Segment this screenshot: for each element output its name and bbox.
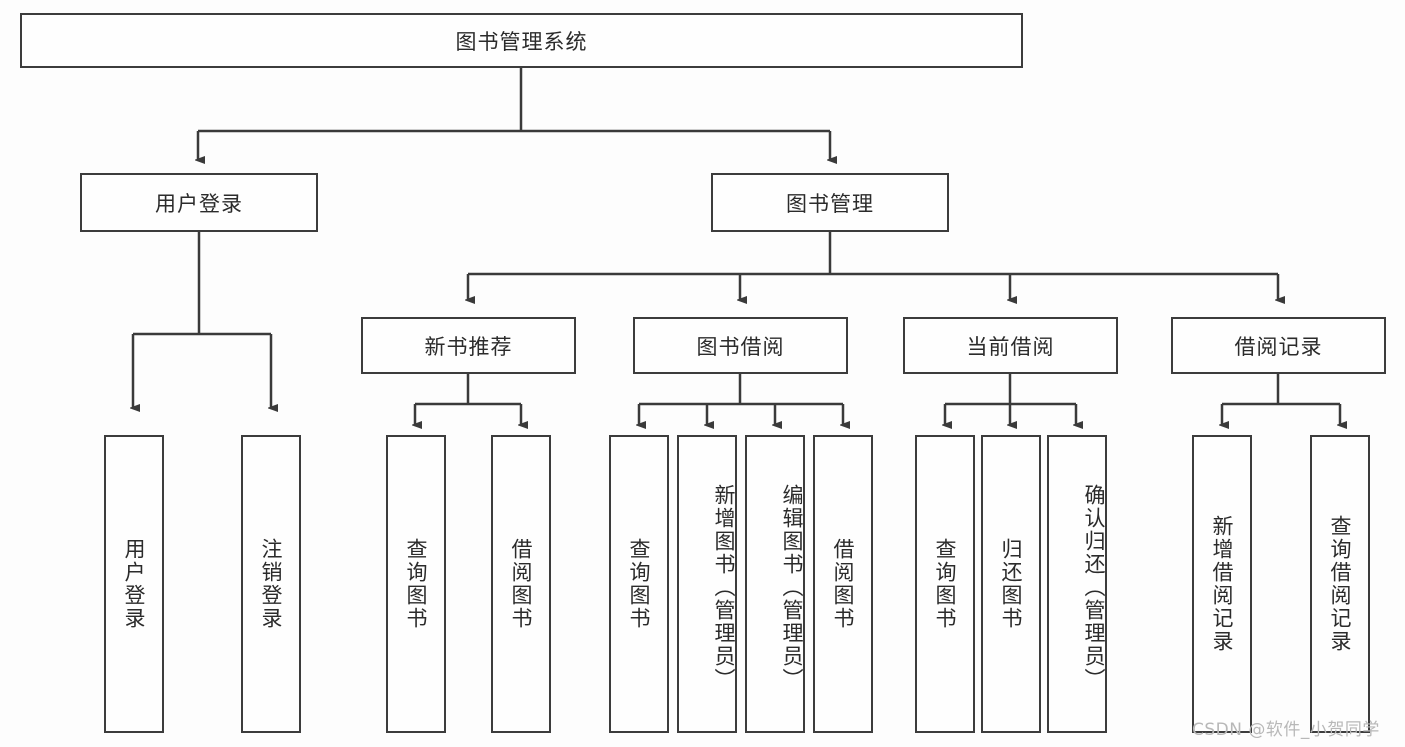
node-label: 图书管理系统	[455, 29, 588, 54]
node-label: 当前借阅	[966, 334, 1055, 359]
node-root-system[interactable]: 图书管理系统	[20, 13, 1023, 68]
node-label: 用户登录	[155, 191, 243, 216]
node-label: 借阅图书	[509, 538, 534, 630]
node-label: 借阅图书	[831, 538, 856, 630]
leaf-record-add-record[interactable]: 新增借阅记录	[1192, 435, 1252, 733]
leaf-current-confirm-return-admin[interactable]: 确认归还（管理员）	[1047, 435, 1107, 733]
leaf-new-book-query[interactable]: 查询图书	[386, 435, 446, 733]
leaf-new-book-borrow[interactable]: 借阅图书	[491, 435, 551, 733]
node-label: 新书推荐	[424, 334, 513, 359]
node-label: 查询借阅记录	[1328, 515, 1353, 653]
node-label: 注销登录	[259, 538, 284, 630]
node-label: 新增图书（管理员）	[712, 483, 736, 691]
node-label: 用户登录	[122, 538, 147, 630]
node-user-login[interactable]: 用户登录	[80, 173, 318, 232]
node-label: 查询图书	[404, 538, 429, 630]
leaf-current-return-book[interactable]: 归还图书	[981, 435, 1041, 733]
node-current-borrow[interactable]: 当前借阅	[903, 317, 1118, 374]
node-borrow-record[interactable]: 借阅记录	[1171, 317, 1386, 374]
leaf-record-query-record[interactable]: 查询借阅记录	[1310, 435, 1370, 733]
node-label: 归还图书	[999, 538, 1024, 630]
csdn-watermark: CSDN @软件_小贺同学	[1192, 720, 1380, 740]
leaf-borrow-borrow-book[interactable]: 借阅图书	[813, 435, 873, 733]
node-label: 查询图书	[627, 538, 652, 630]
node-label: 借阅记录	[1234, 334, 1323, 359]
leaf-user-login-signin[interactable]: 用户登录	[104, 435, 164, 733]
leaf-borrow-add-book-admin[interactable]: 新增图书（管理员）	[677, 435, 737, 733]
leaf-user-login-signout[interactable]: 注销登录	[241, 435, 301, 733]
node-label: 编辑图书（管理员）	[780, 483, 804, 691]
node-label: 确认归还（管理员）	[1082, 483, 1106, 691]
node-new-book-recommend[interactable]: 新书推荐	[361, 317, 576, 374]
node-label: 查询图书	[933, 538, 958, 630]
node-label: 图书借阅	[696, 334, 785, 359]
node-book-management[interactable]: 图书管理	[711, 173, 949, 232]
leaf-borrow-query-book[interactable]: 查询图书	[609, 435, 669, 733]
node-label: 新增借阅记录	[1210, 515, 1235, 653]
node-label: 图书管理	[786, 191, 874, 216]
leaf-current-query-book[interactable]: 查询图书	[915, 435, 975, 733]
node-book-borrow[interactable]: 图书借阅	[633, 317, 848, 374]
leaf-borrow-edit-book-admin[interactable]: 编辑图书（管理员）	[745, 435, 805, 733]
